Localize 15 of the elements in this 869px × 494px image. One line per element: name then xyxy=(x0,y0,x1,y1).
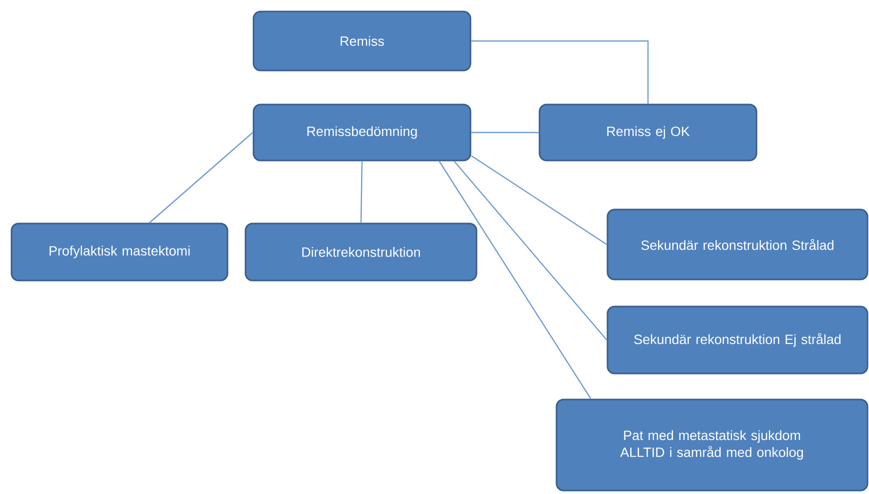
connector-line xyxy=(471,132,539,134)
process-box: Sekundär rekonstruktion Strålad xyxy=(606,208,868,280)
process-box: Sekundär rekonstruktion Ej strålad xyxy=(606,306,868,374)
connector-line xyxy=(360,161,363,223)
process-box: Remiss ej OK xyxy=(538,104,758,162)
connector-line xyxy=(471,40,649,104)
process-box: Profylaktisk mastektomi xyxy=(10,222,228,282)
connector-line xyxy=(149,132,254,224)
connector-line xyxy=(438,160,592,400)
process-box: Direktrekonstruktion xyxy=(244,222,478,282)
connector-line xyxy=(454,160,608,340)
process-box: Remiss xyxy=(252,10,472,72)
connector-line xyxy=(470,155,608,245)
process-box: Remissbedömning xyxy=(252,104,472,162)
process-box: Pat med metastatisk sjukdom ALLTID i samråd med onkolog xyxy=(556,398,868,492)
